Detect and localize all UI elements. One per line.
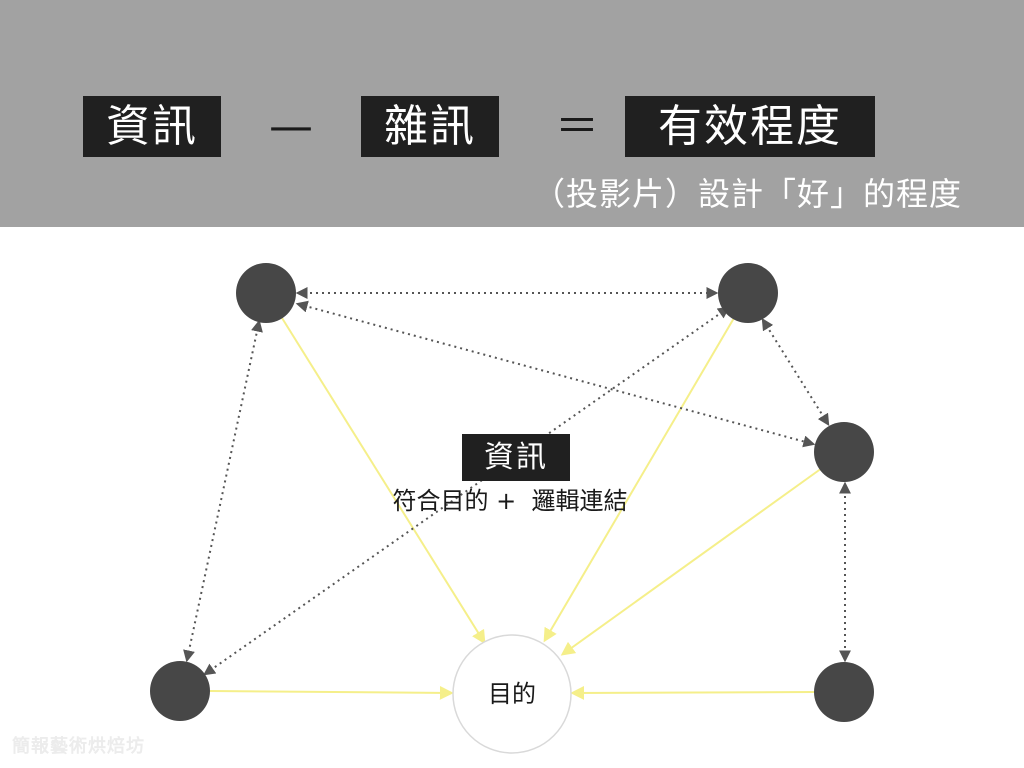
center-description: 符合目的 + 邏輯連結 [392,487,628,515]
link-bottom-right-to-goal [570,685,815,700]
node-top-left [236,263,296,323]
goal-label: 目的 [488,680,536,708]
logic-link-top-right-mid-right [761,317,830,427]
node-mid-right [814,422,874,482]
node-top-right [718,263,778,323]
link-top-left-to-goal [281,317,486,645]
subtitle: （投影片）設計「好」的程度 [532,175,962,213]
equals-operator: ＝ [555,101,599,152]
minus-operator: — [269,101,313,152]
link-bottom-left-to-goal [209,685,454,700]
title-banner: 資訊 — 雜訊 ＝ 有效程度 （投影片）設計「好」的程度 [0,0,1024,227]
logic-link-top-left-mid-right [295,300,816,448]
logic-link-top-left-bottom-left [183,319,263,663]
link-top-right-to-goal [543,317,735,643]
term-noise: 雜訊 [361,96,499,157]
watermark: 簡報藝術烘焙坊 [12,736,145,757]
term-information: 資訊 [83,96,221,157]
node-bottom-right [814,662,874,722]
goal-circle [452,634,572,754]
logic-link-bottom-left-top-right [203,306,730,676]
center-info-tag: 資訊 [462,434,570,481]
node-bottom-left [150,661,210,721]
term-effectiveness: 有效程度 [625,96,875,157]
